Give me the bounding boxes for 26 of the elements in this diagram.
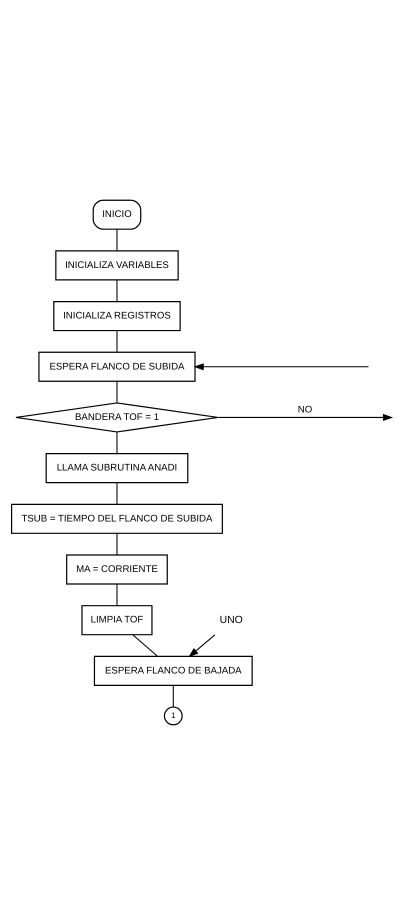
node-box: MA = CORRIENTE xyxy=(66,554,168,584)
connector xyxy=(116,533,118,554)
connector xyxy=(116,228,118,250)
connector xyxy=(116,280,118,301)
connector xyxy=(116,330,118,352)
connector xyxy=(172,684,174,706)
node-box: INICIALIZA VARIABLES xyxy=(55,250,179,280)
node-text: UNO xyxy=(220,614,243,626)
connector xyxy=(116,432,118,454)
node-box: ESPERA FLANCO DE SUBIDA xyxy=(38,351,196,382)
arrow xyxy=(218,413,394,420)
node-box: INICIALIZA REGISTROS xyxy=(53,300,181,331)
node-box: LLAMA SUBRUTINA ANADI xyxy=(46,452,188,483)
node-box: ESPERA FLANCO DE BAJADA xyxy=(94,655,253,686)
edge-label: NO xyxy=(298,404,312,415)
node-box: LIMPIA TOF xyxy=(81,604,153,635)
connector xyxy=(116,584,118,606)
connector xyxy=(116,482,118,504)
node-diamond: BANDERA TOF = 1 xyxy=(15,402,219,432)
connector xyxy=(116,381,118,402)
arrow xyxy=(194,362,368,370)
arrow xyxy=(188,634,216,657)
node-box: INICIO xyxy=(92,199,142,230)
connector xyxy=(132,634,158,656)
node-box: TSUB = TIEMPO DEL FLANCO DE SUBIDA xyxy=(10,503,223,534)
node-circle: 1 xyxy=(164,706,183,725)
